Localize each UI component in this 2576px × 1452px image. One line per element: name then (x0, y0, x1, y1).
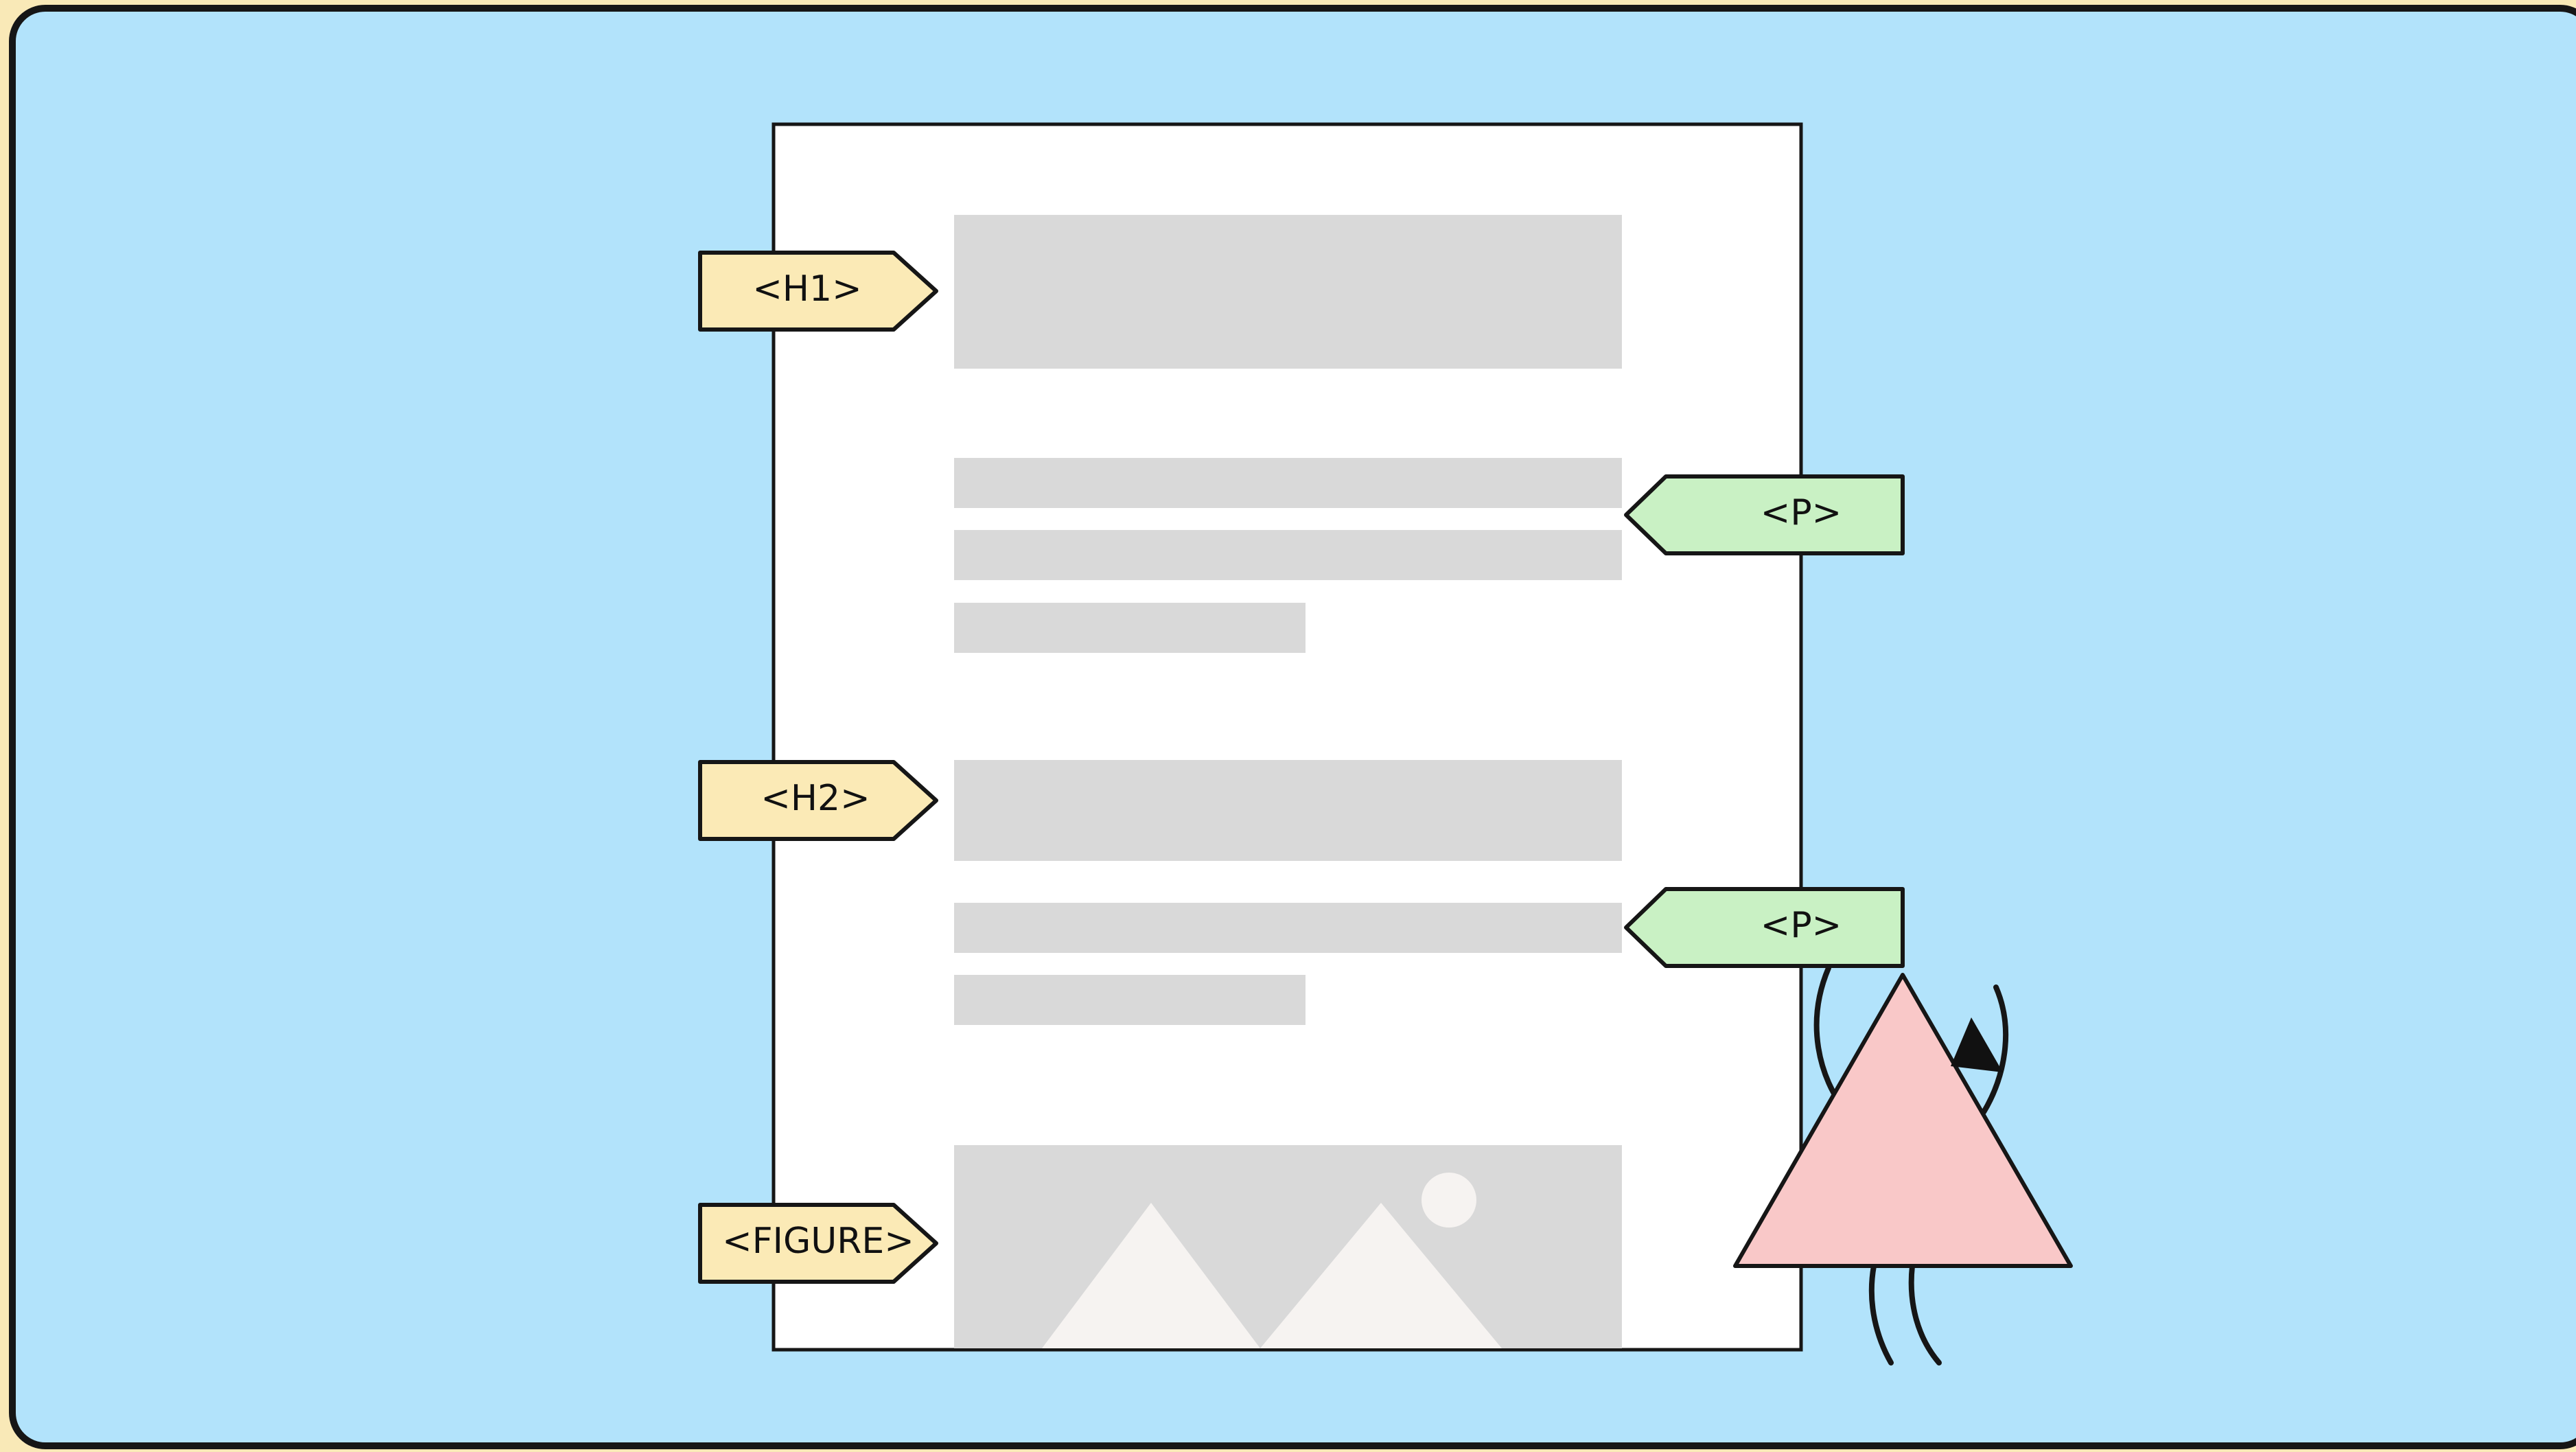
tag-figure: <FIGURE> (700, 1205, 936, 1282)
heading-2-placeholder (954, 760, 1622, 861)
tag-paragraph-2: <P> (1626, 889, 1903, 966)
tag-figure-label: <FIGURE> (722, 1221, 914, 1262)
tag-h1: <H1> (700, 253, 936, 330)
tag-h2-label: <H2> (761, 778, 870, 819)
paragraph-1-line-3 (954, 603, 1306, 653)
tag-paragraph-1-label: <P> (1761, 492, 1842, 533)
sun-circle (1422, 1173, 1476, 1228)
tag-paragraph-1: <P> (1626, 476, 1903, 553)
paragraph-1-line-1 (954, 458, 1622, 508)
paragraph-1-line-2 (954, 530, 1622, 580)
paragraph-2-line-1 (954, 903, 1622, 953)
tag-h2: <H2> (700, 762, 936, 839)
heading-1-placeholder (954, 215, 1622, 369)
tag-h1-label: <H1> (752, 268, 861, 310)
tag-paragraph-2-label: <P> (1761, 905, 1842, 946)
paragraph-2-line-2 (954, 975, 1306, 1025)
mountains-image-icon (954, 1145, 1622, 1348)
